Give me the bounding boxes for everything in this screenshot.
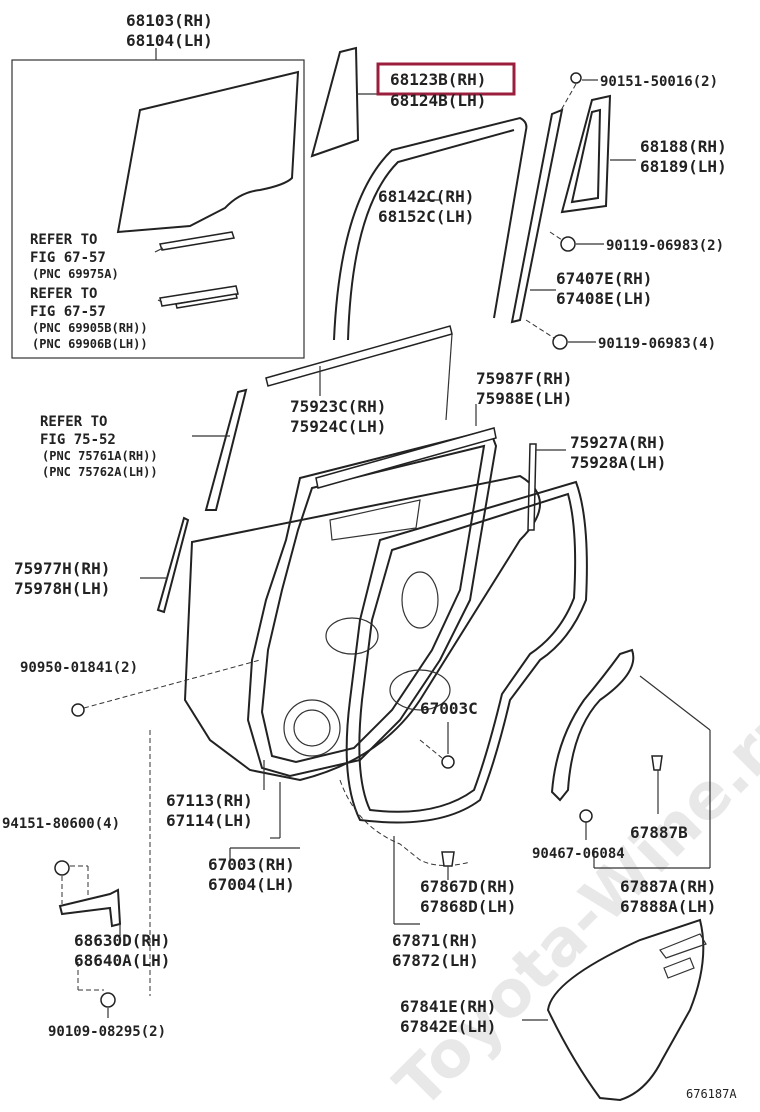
label-68188[interactable]: 68188(RH) [640, 137, 727, 156]
label-75977h[interactable]: 75977H(RH) [14, 559, 110, 578]
label-67003[interactable]: 67003(RH) [208, 855, 295, 874]
label-67867d[interactable]: 67867D(RH) [420, 877, 516, 896]
door-weatherstrip-vertical[interactable] [527, 443, 537, 531]
glass-run-channel[interactable] [333, 116, 528, 341]
label-90119b[interactable]: 90119-06983(4) [598, 336, 716, 352]
glass-group [11, 48, 305, 359]
door-trim-strip[interactable] [550, 648, 635, 802]
ref3-line2[interactable]: FIG 75-52 [40, 432, 116, 448]
door-frame-moulding[interactable] [156, 516, 190, 614]
label-67004[interactable]: 67004(LH) [208, 875, 295, 894]
clip-90467[interactable] [579, 809, 593, 823]
speaker-hole [283, 699, 341, 757]
door-check[interactable] [58, 888, 122, 928]
label-75924c[interactable]: 75924C(LH) [290, 417, 386, 436]
label-67842e[interactable]: 67842E(LH) [400, 1017, 496, 1036]
quarter-window-frame[interactable] [560, 94, 612, 214]
bolt-90119-upper[interactable] [560, 236, 576, 252]
label-68103[interactable]: 68103(RH) [126, 11, 213, 30]
label-67868d[interactable]: 67868D(LH) [420, 897, 516, 916]
clip-67887b[interactable] [651, 755, 663, 771]
label-68152c[interactable]: 68152C(LH) [378, 207, 474, 226]
bolt-94151[interactable] [54, 860, 70, 876]
label-68189[interactable]: 68189(LH) [640, 157, 727, 176]
ref3-line1: REFER TO [40, 414, 107, 430]
ref1-line2[interactable]: FIG 67-57 [30, 250, 106, 266]
label-75978h[interactable]: 75978H(LH) [14, 579, 110, 598]
quarter-glass[interactable] [310, 46, 360, 158]
label-68124b[interactable]: 68124B(LH) [390, 91, 486, 110]
label-75987f[interactable]: 75987F(RH) [476, 369, 572, 388]
ref3-line3: (PNC 75761A(RH)) [42, 449, 158, 463]
label-67871[interactable]: 67871(RH) [392, 931, 479, 950]
label-67113[interactable]: 67113(RH) [166, 791, 253, 810]
glass-channel-upper[interactable] [159, 231, 235, 251]
door-opening-seal[interactable] [345, 480, 588, 824]
label-90151[interactable]: 90151-50016(2) [600, 74, 718, 90]
glass-channel-lower[interactable] [159, 285, 239, 307]
door-glass[interactable] [116, 70, 300, 234]
label-90467[interactable]: 90467-06084 [532, 846, 625, 862]
label-90109[interactable]: 90109-08295(2) [48, 1024, 166, 1040]
label-67888a[interactable]: 67888A(LH) [620, 897, 716, 916]
ref2-line1: REFER TO [30, 286, 97, 302]
highlight-box [376, 62, 516, 96]
glass-inset-box [11, 59, 305, 359]
label-75928a[interactable]: 75928A(LH) [570, 453, 666, 472]
label-68142c[interactable]: 68142C(RH) [378, 187, 474, 206]
label-67872[interactable]: 67872(LH) [392, 951, 479, 970]
label-67887a[interactable]: 67887A(RH) [620, 877, 716, 896]
ref3-line4: (PNC 75762A(LH)) [42, 465, 158, 479]
label-67407e[interactable]: 67407E(RH) [556, 269, 652, 288]
bolt-90119-lower[interactable] [552, 334, 568, 350]
division-bar[interactable] [510, 108, 564, 324]
bolt-90109[interactable] [100, 992, 116, 1008]
label-75923c[interactable]: 75923C(RH) [290, 397, 386, 416]
ref1-line1: REFER TO [30, 232, 97, 248]
label-67841e[interactable]: 67841E(RH) [400, 997, 496, 1016]
ref2-line2[interactable]: FIG 67-57 [30, 304, 106, 320]
ref2-line4: (PNC 69906B(LH)) [32, 337, 148, 351]
screw-67003c[interactable] [441, 755, 455, 769]
service-hole-cover[interactable] [546, 918, 705, 1102]
label-90119a[interactable]: 90119-06983(2) [606, 238, 724, 254]
clip-67867d[interactable] [441, 851, 455, 867]
label-68640a[interactable]: 68640A(LH) [74, 951, 170, 970]
screw-90151[interactable] [570, 72, 582, 84]
label-68104[interactable]: 68104(LH) [126, 31, 213, 50]
label-67408e[interactable]: 67408E(LH) [556, 289, 652, 308]
label-67003c[interactable]: 67003C [420, 699, 478, 718]
clip-90950[interactable] [71, 703, 85, 717]
label-68123b[interactable]: 68123B(RH) [390, 70, 486, 89]
pillar-garnish[interactable] [204, 388, 248, 511]
label-75988e[interactable]: 75988E(LH) [476, 389, 572, 408]
figure-id: 676187A [686, 1087, 737, 1101]
belt-moulding[interactable] [265, 325, 453, 387]
label-75927a[interactable]: 75927A(RH) [570, 433, 666, 452]
belt-weatherstrip-inner[interactable] [315, 427, 497, 489]
ref1-line3: (PNC 69975A) [32, 267, 119, 281]
door-outer-panel[interactable] [183, 474, 541, 782]
label-67887b[interactable]: 67887B [630, 823, 688, 842]
ref2-line3: (PNC 69905B(RH)) [32, 321, 148, 335]
label-68630d[interactable]: 68630D(RH) [74, 931, 170, 950]
label-67114[interactable]: 67114(LH) [166, 811, 253, 830]
label-90950[interactable]: 90950-01841(2) [20, 660, 138, 676]
door-panel-shell[interactable] [246, 428, 498, 778]
label-94151[interactable]: 94151-80600(4) [2, 816, 120, 832]
